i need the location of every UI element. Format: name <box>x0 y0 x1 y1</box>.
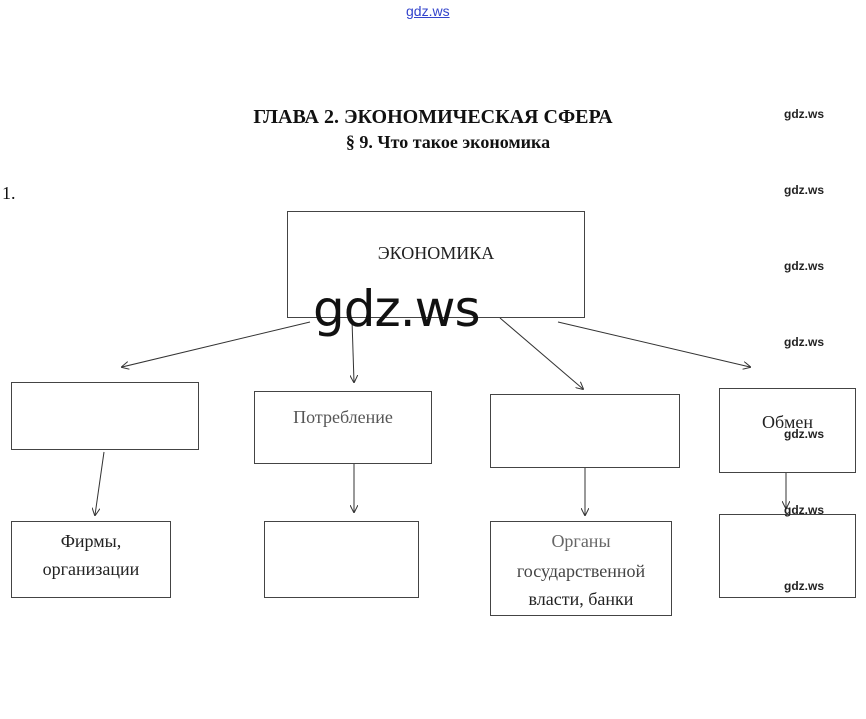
box-distribution <box>490 394 680 468</box>
root-label: ЭКОНОМИКА <box>377 243 495 263</box>
box-exchange: Обмен <box>719 388 856 473</box>
task-number: 1. <box>2 183 16 203</box>
watermark-side: gdz.ws <box>784 183 825 197</box>
box-label: Потребление <box>293 407 393 427</box>
box-government: Органы государственной власти, банки <box>490 521 672 616</box>
watermark-side: gdz.ws <box>784 427 825 441</box>
watermark-side: gdz.ws <box>784 335 825 349</box>
box-households <box>264 521 419 598</box>
watermark-large: gdz.ws <box>313 280 481 338</box>
arrow <box>95 451 105 515</box>
box-consumption: Потребление <box>254 391 432 464</box>
box-market <box>719 514 856 598</box>
box-label: государственной <box>516 561 646 581</box>
box-label: Обмен <box>762 412 813 432</box>
watermark-link[interactable]: gdz.ws <box>406 3 450 19</box>
chapter-title: ГЛАВА 2. ЭКОНОМИЧЕСКАЯ СФЕРА <box>253 106 613 128</box>
arrow <box>499 317 583 389</box>
box-firms: Фирмы, организации <box>11 521 171 598</box>
arrow <box>122 321 311 367</box>
watermark-side: gdz.ws <box>784 259 825 273</box>
box-label: власти, банки <box>528 589 634 609</box>
arrow <box>352 319 354 382</box>
watermark-side: gdz.ws <box>784 579 825 593</box>
box-label: Органы <box>551 531 611 551</box>
watermark-side: gdz.ws <box>784 503 825 517</box>
root-box-economy: ЭКОНОМИКА <box>287 211 585 318</box>
box-label: Фирмы, <box>60 531 122 551</box>
box-production <box>11 382 199 450</box>
section-title: § 9. Что такое экономика <box>345 132 551 152</box>
arrow <box>557 321 750 367</box>
box-label: организации <box>42 559 140 579</box>
watermark-side: gdz.ws <box>784 107 825 121</box>
